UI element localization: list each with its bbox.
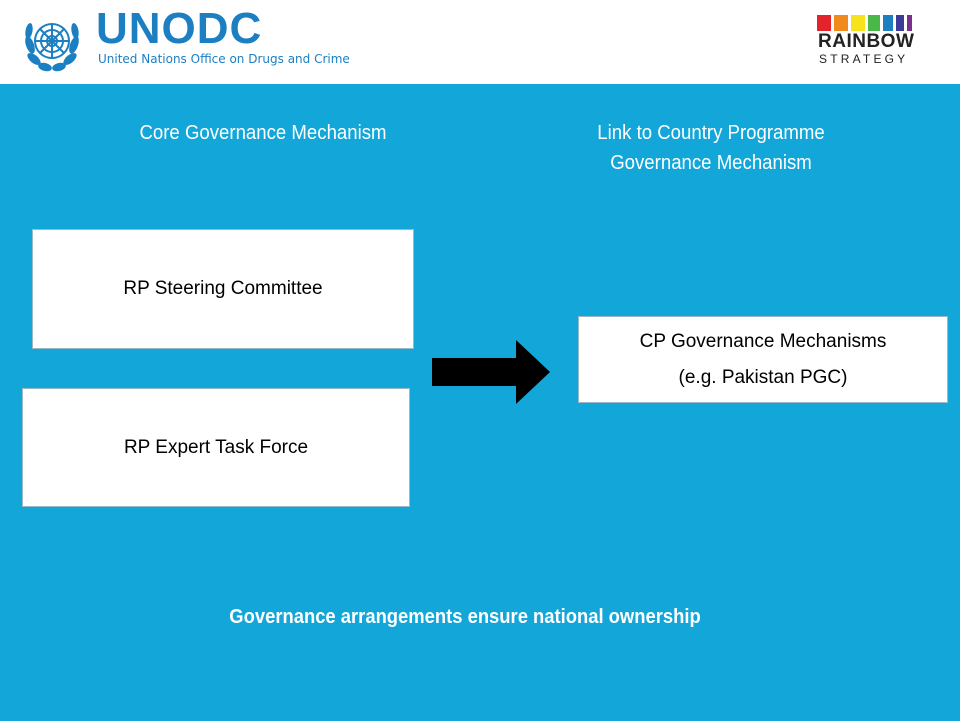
rainbow-logo-subtitle: STRATEGY xyxy=(819,52,909,66)
unodc-logo-subtitle: United Nations Office on Drugs and Crime xyxy=(98,52,350,66)
slide-header: UNODC United Nations Office on Drugs and… xyxy=(0,0,960,84)
unodc-logo: UNODC United Nations Office on Drugs and… xyxy=(14,5,374,75)
steering-committee-label: RP Steering Committee xyxy=(123,278,323,299)
footer-statement: Governance arrangements ensure national … xyxy=(229,606,701,628)
rainbow-bars-icon xyxy=(817,15,912,31)
unodc-logo-title: UNODC xyxy=(96,4,263,53)
rainbow-logo-title: RAINBOW xyxy=(818,31,915,52)
expert-task-force-box: RP Expert Task Force xyxy=(22,388,410,507)
right-column-heading: Link to Country Programme Governance Mec… xyxy=(597,122,825,174)
rainbow-strategy-logo: RAINBOW STRATEGY xyxy=(812,12,932,72)
cp-governance-example: (e.g. Pakistan PGC) xyxy=(678,366,848,388)
cp-governance-box: CP Governance Mechanisms (e.g. Pakistan … xyxy=(578,316,948,403)
cp-governance-label: CP Governance Mechanisms xyxy=(639,330,887,352)
un-emblem-icon xyxy=(25,23,79,72)
steering-committee-box: RP Steering Committee xyxy=(32,229,414,349)
left-column-heading: Core Governance Mechanism xyxy=(139,122,387,144)
expert-task-force-label: RP Expert Task Force xyxy=(123,436,309,458)
right-arrow-icon xyxy=(432,340,550,404)
